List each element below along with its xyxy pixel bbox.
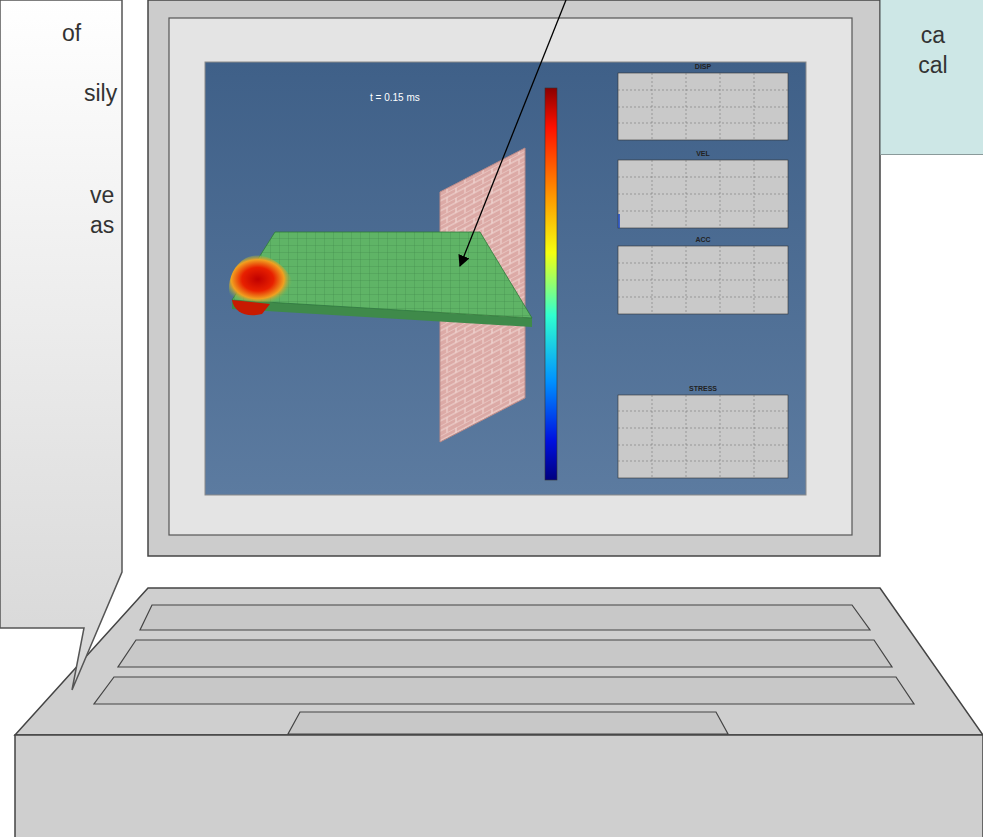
node-text: of [62, 18, 102, 48]
note-box: ca cal [880, 0, 983, 155]
node-text: ca cal [908, 20, 958, 80]
chart-title: ACC [695, 236, 710, 243]
chart-title: DISP [695, 63, 711, 70]
time-stamp: t = 0.15 ms [370, 93, 420, 103]
chart-title: STRESS [689, 385, 717, 392]
node-text: sily [84, 78, 128, 108]
node-text: ve as [90, 180, 124, 240]
chart-title: VEL [696, 150, 710, 157]
speech-bubble: of sily ve as [0, 0, 133, 698]
